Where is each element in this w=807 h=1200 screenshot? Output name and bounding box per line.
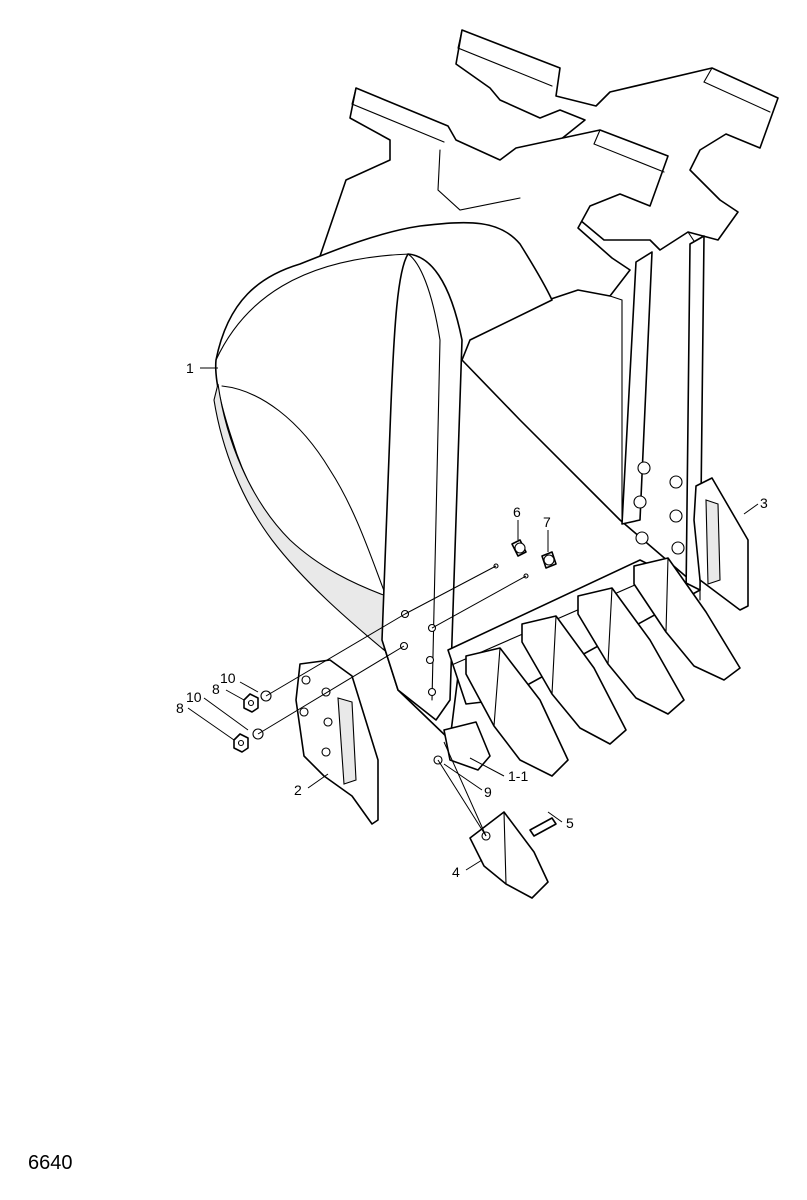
callout-9: 9 <box>484 784 492 800</box>
side-cutter-right <box>693 477 749 611</box>
callout-6: 6 <box>513 504 521 520</box>
callout-2: 2 <box>294 782 302 798</box>
callout-10-upper: 10 <box>220 670 236 686</box>
callout-8-upper: 8 <box>212 681 220 697</box>
callout-1: 1 <box>186 360 194 376</box>
figure-number: 6640 <box>28 1152 73 1174</box>
tooth-installed <box>465 647 569 777</box>
tooth-installed <box>521 615 627 745</box>
callout-1-1: 1-1 <box>508 768 528 784</box>
tooth-installed-corner <box>443 721 491 771</box>
callout-4: 4 <box>452 864 460 880</box>
assembly-lines <box>257 565 527 837</box>
callout-10-lower: 10 <box>186 689 202 705</box>
side-cutter-left <box>295 659 379 825</box>
tooth-installed <box>577 587 685 715</box>
callout-7: 7 <box>543 514 551 530</box>
callout-3: 3 <box>760 495 768 511</box>
callout-5: 5 <box>566 815 574 831</box>
tooth-exploded <box>469 811 549 899</box>
callout-8-lower: 8 <box>176 700 184 716</box>
nut <box>233 733 249 753</box>
nut <box>243 693 259 713</box>
nut <box>541 551 557 569</box>
callout-leaders <box>187 367 759 871</box>
bolt <box>511 539 527 557</box>
tooth-pin <box>529 817 557 837</box>
tooth-installed <box>633 557 741 681</box>
